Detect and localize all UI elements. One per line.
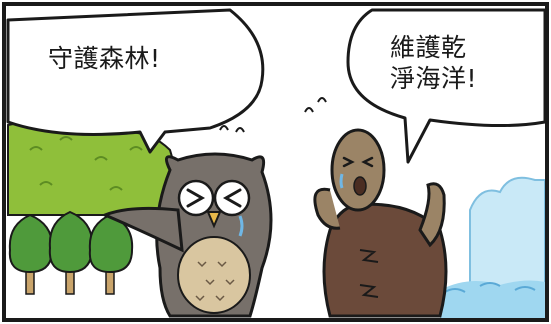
turtle-character: [304, 97, 448, 318]
sea-background: [440, 176, 546, 321]
turtle-speech-bubble: [346, 8, 547, 164]
owl-speech-text: 守護森林!: [48, 44, 161, 73]
turtle-speech-line-1: 維護乾: [390, 33, 467, 62]
turtle-speech-text: 維護乾 淨海洋!: [390, 32, 477, 94]
trees: [8, 210, 134, 295]
owl-speech-bubble: [6, 8, 265, 154]
turtle-speech-line-2: 淨海洋!: [390, 64, 478, 93]
owl-character: [101, 125, 273, 318]
